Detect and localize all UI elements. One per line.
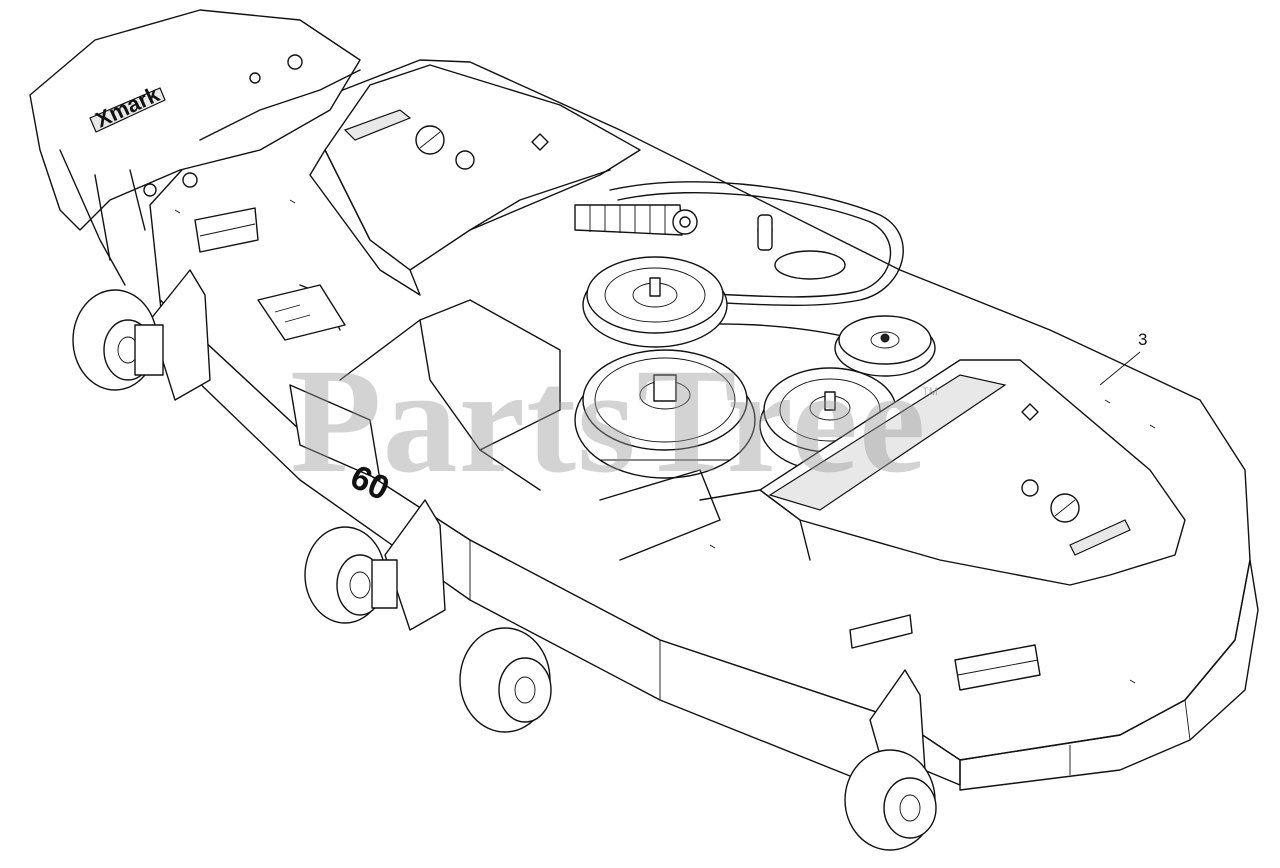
mid-left-wheel xyxy=(304,526,398,624)
front-left-wheel xyxy=(72,289,164,391)
front-center-wheel xyxy=(459,627,552,733)
left-belt-shield: Xmark xyxy=(29,9,361,286)
upper-belt-cover xyxy=(309,64,641,296)
watermark-trademark: TM xyxy=(922,386,938,398)
callout-label: 3 xyxy=(1138,330,1148,349)
upper-left-pulley xyxy=(582,256,728,348)
idler-pulley xyxy=(834,315,936,377)
center-pulley xyxy=(574,349,756,479)
right-belt-cover xyxy=(699,359,1186,586)
deck-details xyxy=(174,199,1156,684)
tension-spring xyxy=(574,204,698,236)
front-right-wheel xyxy=(844,749,937,851)
